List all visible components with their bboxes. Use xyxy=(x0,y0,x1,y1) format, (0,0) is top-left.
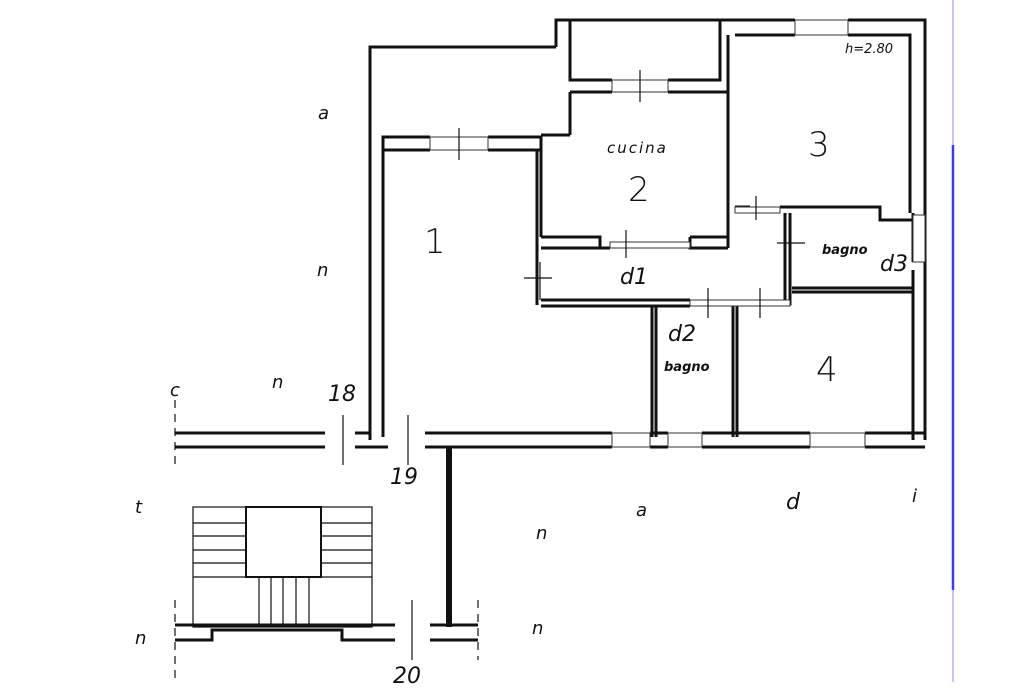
windows-and-doors xyxy=(174,19,926,682)
room-d2-name: bagno xyxy=(664,360,710,375)
staircase xyxy=(192,506,373,628)
margin-mark: n xyxy=(135,628,147,649)
margin-mark: i xyxy=(912,486,918,507)
margin-mark: n xyxy=(532,618,544,639)
margin-mark: n xyxy=(317,260,329,281)
room-d3-label: d3 xyxy=(880,252,908,277)
room-d3-name: bagno xyxy=(822,243,868,258)
room-d1-label: d1 xyxy=(620,265,648,290)
room-3-label: 3 xyxy=(808,125,830,165)
room-2-label: 2 xyxy=(628,170,650,210)
margin-mark: n xyxy=(272,372,284,393)
margin-mark: n xyxy=(536,523,548,544)
room-1-label: 1 xyxy=(424,222,446,262)
room-d2-label: d2 xyxy=(668,322,696,347)
margin-mark: a xyxy=(318,103,330,124)
room-4-label: 4 xyxy=(816,350,838,390)
margin-mark: a xyxy=(636,500,648,521)
walls xyxy=(175,18,927,642)
number-18: 18 xyxy=(328,382,356,407)
margin-mark: t xyxy=(135,497,143,518)
number-19: 19 xyxy=(390,465,418,490)
margin-mark: d xyxy=(786,490,800,515)
ceiling-height-note: h=2.80 xyxy=(845,42,894,57)
margin-mark: c xyxy=(170,380,180,401)
number-20: 20 xyxy=(393,664,421,689)
room-2-name: cucina xyxy=(607,139,668,157)
